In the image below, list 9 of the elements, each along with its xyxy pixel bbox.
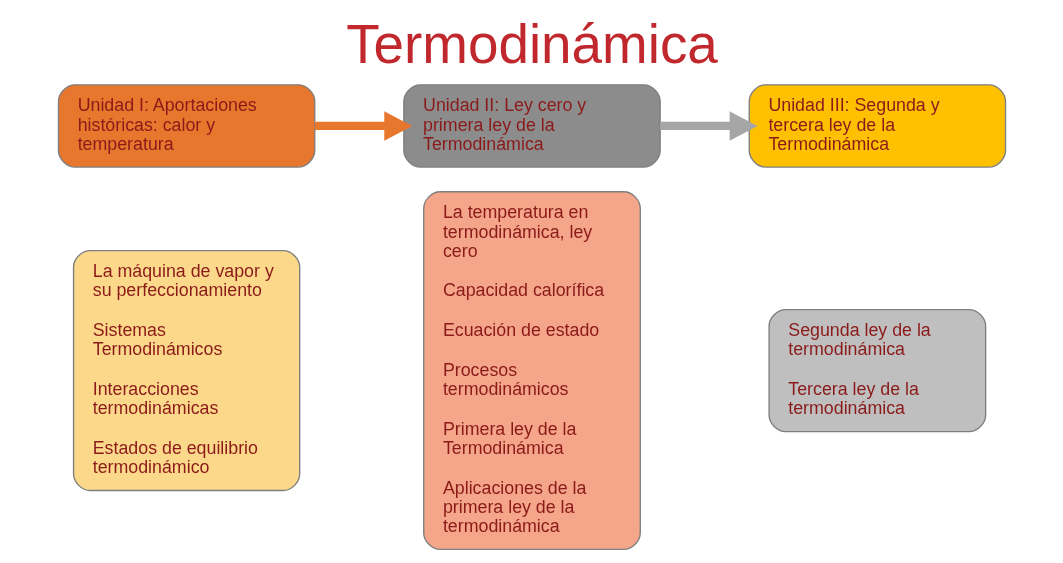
- node-box: Unidad I: Aportaciones históricas: calor y temperatura: [57, 84, 315, 168]
- diagram-title: Termodinámica: [345, 12, 718, 75]
- arrow: [314, 111, 412, 141]
- node-box: Segunda ley de la termodinámica Tercera ley de la termodinámica: [767, 308, 986, 433]
- node-box: La máquina de vapor y su perfeccionamiento Sistemas Termodinámicos Interacciones termodinámicas Estados de equilibrio termodinámico: [72, 249, 300, 492]
- arrow: [659, 111, 758, 141]
- node-box: Unidad III: Segunda y tercera ley de la Termodinámica: [748, 84, 1006, 168]
- node-box: Unidad II: Ley cero y primera ley de la Termodinámica: [402, 84, 661, 168]
- node-box: La temperatura en termodinámica, ley cero Capacidad calorífica Ecuación de estado Procesos termodinámicos Primera ley de la Termodinámica Aplicaciones de la primera ley de la termodinámica: [422, 191, 641, 551]
